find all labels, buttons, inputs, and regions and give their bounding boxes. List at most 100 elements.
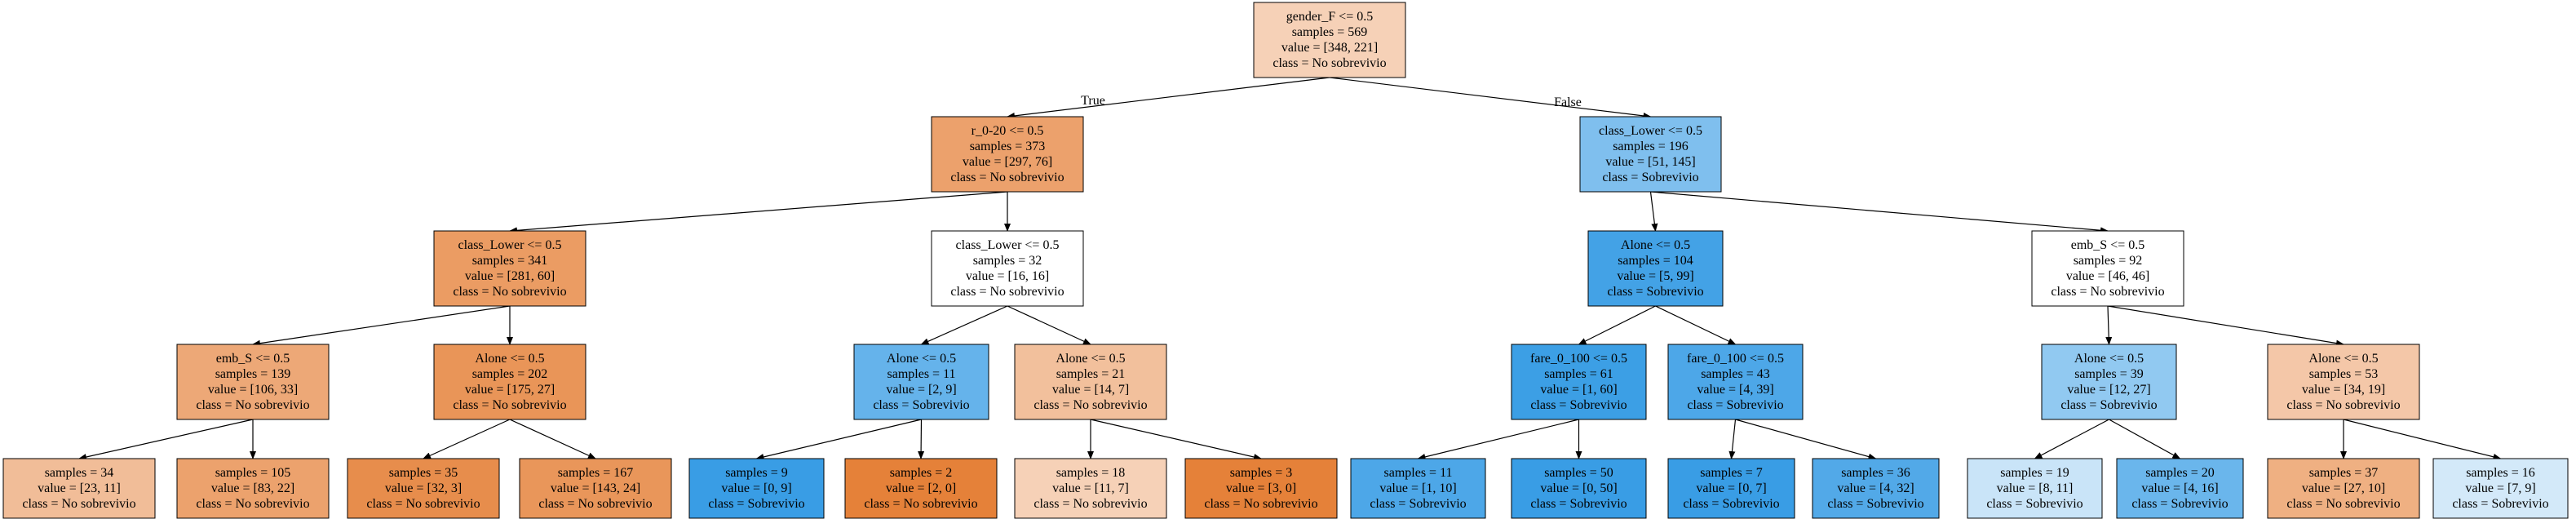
node-value-text: value = [32, 3]: [385, 481, 462, 495]
node-value-text: value = [34, 19]: [2302, 383, 2385, 397]
node-samples-text: samples = 18: [1056, 466, 1126, 480]
node-samples-text: samples = 20: [2145, 466, 2215, 480]
node-box: [931, 230, 1084, 307]
node-samples-text: samples = 569: [1292, 25, 1368, 39]
node-box: [1350, 458, 1486, 519]
node-class-text: class = No sobrevivio: [2051, 285, 2164, 299]
node-samples-text: samples = 21: [1056, 367, 1126, 381]
node-samples-text: samples = 7: [1700, 466, 1763, 480]
node-samples-text: samples = 34: [45, 466, 114, 480]
node-class-text: class = No sobrevivio: [950, 285, 1064, 299]
node-samples-text: samples = 167: [558, 466, 634, 480]
node-condition-text: Alone <= 0.5: [1056, 352, 1125, 366]
node-condition-text: Alone <= 0.5: [2308, 352, 2378, 366]
node-box: [519, 458, 672, 519]
node-class-text: class = Sobrevivio: [1530, 497, 1627, 511]
node-box: [433, 344, 586, 420]
node-value-text: value = [3, 0]: [1226, 481, 1296, 495]
tree-edge-n10-n12: [918, 419, 925, 459]
node-class-text: class = Sobrevivio: [1602, 171, 1698, 184]
node-class-text: class = Sobrevivio: [1687, 398, 1783, 412]
node-samples-text: samples = 37: [2309, 466, 2379, 480]
node-box: [2432, 458, 2569, 519]
node-condition-text: gender_F <= 0.5: [1286, 10, 1373, 24]
node-samples-text: samples = 104: [1618, 254, 1693, 268]
node-box: [1184, 458, 1338, 519]
node-box: [1587, 230, 1724, 307]
node-samples-text: samples = 105: [215, 466, 291, 480]
node-box: [688, 458, 825, 519]
node-box: [1812, 458, 1940, 519]
tree-edge-n9-n13: [1007, 305, 1091, 345]
node-class-text: class = No sobrevivio: [1033, 497, 1147, 511]
tree-edge-n0-n16: [1329, 77, 1652, 119]
node-class-text: class = Sobrevivio: [1986, 497, 2082, 511]
node-box: [2031, 230, 2184, 307]
node-class-text: class = Sobrevivio: [873, 398, 969, 412]
tree-edge-n21-n23: [1735, 419, 1877, 460]
node-class-text: class = No sobrevivio: [196, 398, 309, 412]
tree-edge-n9-n10: [920, 305, 1008, 345]
tree-edge-n13-n15: [1090, 419, 1262, 460]
node-condition-text: r_0-20 <= 0.5: [972, 124, 1044, 138]
node-class-text: class = Sobrevivio: [2131, 497, 2228, 511]
tree-edge-n25-n27: [2109, 419, 2181, 459]
node-box: [1253, 2, 1406, 78]
node-samples-text: samples = 32: [973, 254, 1042, 268]
node-box: [2267, 344, 2420, 420]
node-box: [1967, 458, 2103, 519]
tree-edge-n28-n30: [2343, 419, 2502, 460]
node-box: [2267, 458, 2420, 519]
node-class-text: class = Sobrevivio: [2060, 398, 2157, 412]
node-condition-text: fare_0_100 <= 0.5: [1687, 352, 1784, 366]
node-condition-text: class_Lower <= 0.5: [458, 238, 562, 252]
node-samples-text: samples = 16: [2466, 466, 2535, 480]
node-class-text: class = Sobrevivio: [1370, 497, 1466, 511]
node-condition-text: emb_S <= 0.5: [2071, 238, 2145, 252]
node-samples-text: samples = 2: [890, 466, 953, 480]
node-value-text: value = [4, 39]: [1697, 383, 1773, 397]
node-class-text: class = No sobrevivio: [196, 497, 309, 511]
node-samples-text: samples = 61: [1544, 367, 1613, 381]
node-box: [1667, 344, 1804, 420]
node-value-text: value = [4, 16]: [2141, 481, 2218, 495]
node-class-text: class = No sobrevivio: [453, 285, 566, 299]
node-value-text: value = [46, 46]: [2066, 269, 2149, 283]
node-box: [931, 116, 1084, 193]
tree-edge-n24-n28: [2107, 305, 2344, 347]
node-samples-text: samples = 9: [725, 466, 788, 480]
node-class-text: class = Sobrevivio: [1683, 497, 1779, 511]
node-samples-text: samples = 3: [1230, 466, 1293, 480]
node-samples-text: samples = 19: [2000, 466, 2069, 480]
node-class-text: class = No sobrevivio: [2286, 497, 2400, 511]
node-box: [844, 458, 998, 519]
node-value-text: value = [0, 9]: [721, 481, 791, 495]
node-box: [2116, 458, 2244, 519]
node-box: [433, 230, 586, 307]
tree-edge-n25-n26: [2034, 419, 2109, 459]
tree-edge-n17-n18: [1578, 305, 1656, 345]
node-samples-text: samples = 43: [1701, 367, 1770, 381]
tree-edge-n17-n21: [1655, 305, 1737, 345]
node-box: [176, 344, 330, 420]
node-box: [853, 344, 989, 420]
node-samples-text: samples = 50: [1544, 466, 1613, 480]
